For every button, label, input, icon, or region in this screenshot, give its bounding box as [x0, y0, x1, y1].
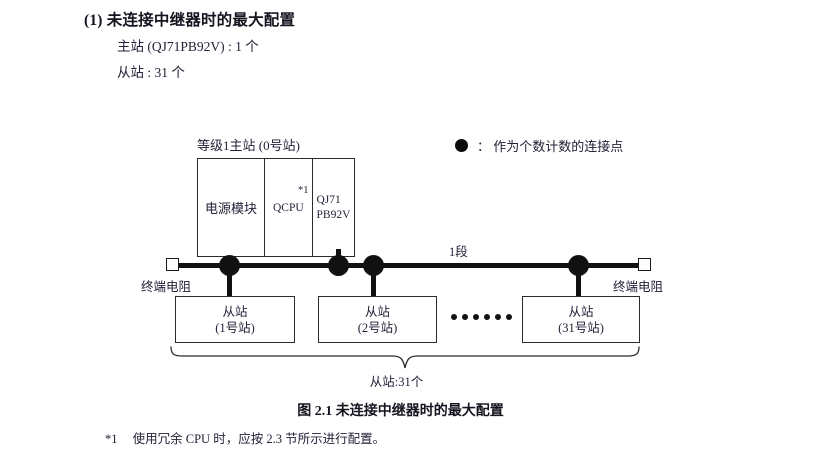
power-module-label: 电源模块 [205, 201, 258, 216]
terminator-label-right: 终端电阻 [613, 280, 664, 294]
bus-trunk-line [178, 263, 640, 268]
ellipsis-dot [495, 314, 501, 320]
connection-node-2 [328, 255, 349, 276]
section-title: 未连接中继器时的最大配置 [106, 12, 296, 29]
figure-caption-wrap: 图 2.1 未连接中继器时的最大配置 [0, 400, 821, 420]
slave-3-line2: (31号站) [558, 320, 604, 335]
qj71pb92v-line2: PB92V [316, 208, 351, 221]
brace-label-wrap: 从站:31个 [0, 371, 821, 390]
section-line-master: 主站 (QJ71PB92V) : 1 个 [117, 39, 259, 54]
section-number: (1) [84, 12, 103, 29]
slave-2-drop-line [371, 265, 376, 298]
slave-1-line2: (1号站) [215, 320, 255, 335]
slave-2-line1: 从站 [364, 304, 390, 319]
slave-3-drop-line [576, 265, 581, 298]
ellipsis-dot [451, 314, 457, 320]
terminator-label-left: 终端电阻 [141, 280, 192, 294]
ellipsis-dots [451, 314, 512, 320]
legend-label: ： 作为个数计数的连接点 [477, 139, 624, 154]
qcpu-label: QCPU [272, 201, 304, 214]
section-line-slave: 从站 : 31 个 [117, 65, 185, 80]
legend: ： 作为个数计数的连接点 [455, 136, 623, 155]
slave-3-line1: 从站 [568, 304, 594, 319]
slave-station-box-2: 从站 (2号站) [318, 296, 437, 343]
terminator-square-left-icon [166, 258, 179, 271]
brace-label: 从站:31个 [369, 375, 424, 389]
filled-circle-icon [455, 139, 468, 152]
footnote-mark: *1 [105, 432, 118, 446]
slave-station-box-1: 从站 (1号站) [175, 296, 295, 343]
slave-2-line2: (2号站) [357, 320, 398, 335]
master-station-label: 等级1主站 (0号站) [197, 138, 300, 153]
footnote-text: 使用冗余 CPU 时，应按 2.3 节所示进行配置。 [132, 432, 386, 446]
section-heading: (1) 未连接中继器时的最大配置 [84, 8, 295, 30]
ellipsis-dot [462, 314, 468, 320]
ellipsis-dot [484, 314, 490, 320]
ellipsis-dot [506, 314, 512, 320]
slave-1-line1: 从站 [222, 304, 248, 319]
segment-label: 1段 [449, 245, 468, 259]
slave-count-brace [170, 346, 640, 370]
slave-1-drop-line [227, 265, 232, 298]
qj71pb92v-line1: QJ71 [316, 194, 341, 207]
master-cell-qcpu: QCPU *1 [265, 159, 313, 256]
master-cell-power-module: 电源模块 [198, 159, 266, 256]
footnote: *1 使用冗余 CPU 时，应按 2.3 节所示进行配置。 [105, 428, 385, 447]
slave-station-box-3: 从站 (31号站) [522, 296, 640, 343]
ellipsis-dot [473, 314, 479, 320]
terminator-square-right-icon [638, 258, 651, 271]
qcpu-footnote-mark: *1 [298, 185, 309, 196]
figure-caption: 图 2.1 未连接中继器时的最大配置 [297, 404, 504, 419]
